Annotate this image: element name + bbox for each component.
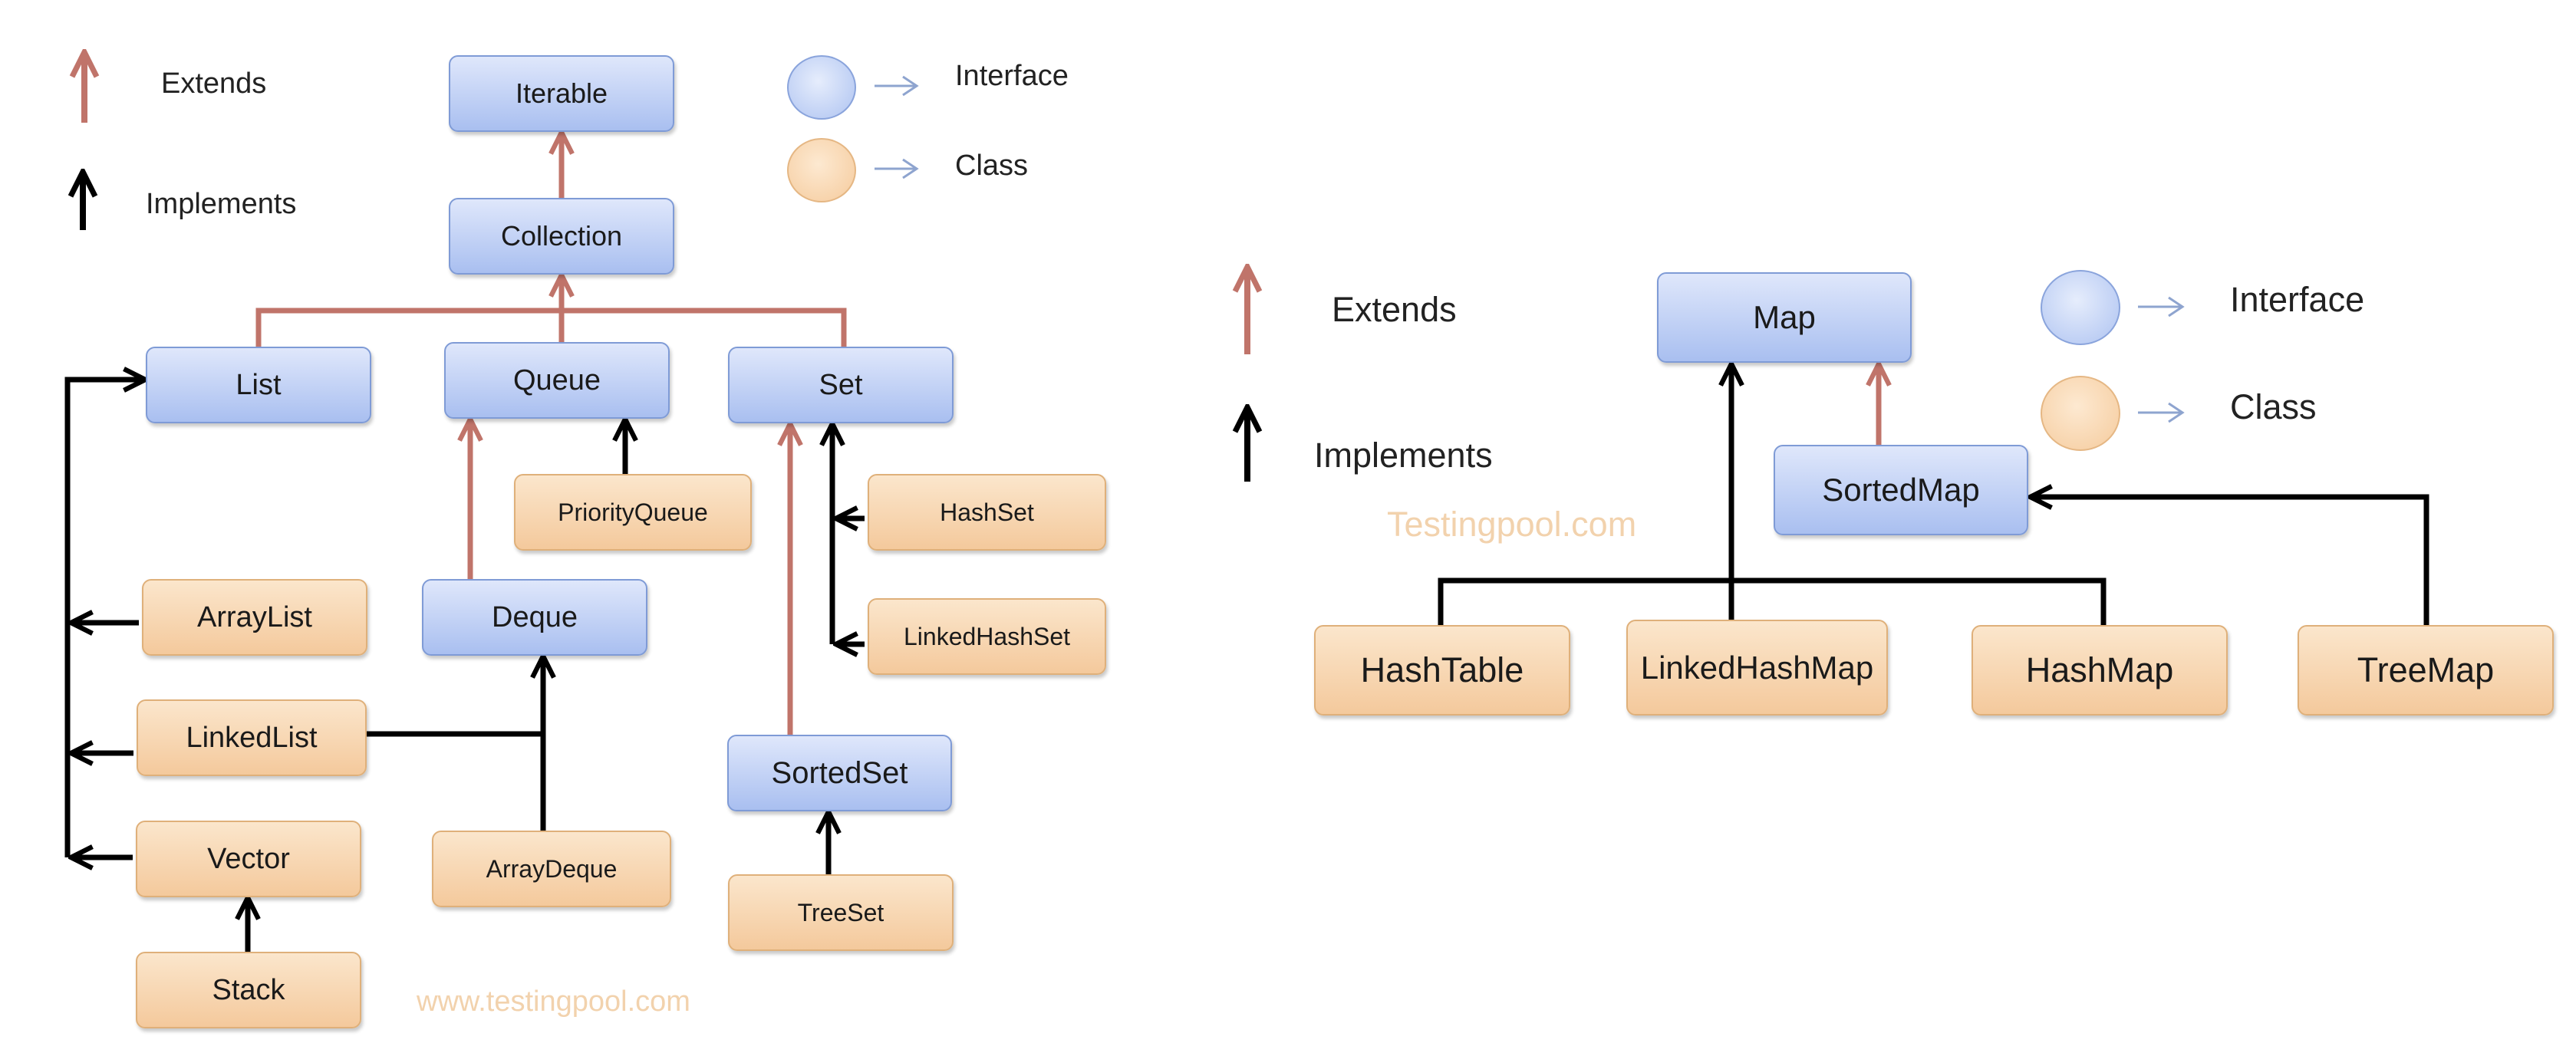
impl-list-main-trunk: [64, 380, 143, 857]
legend-extends-label: Extends: [161, 67, 267, 100]
node-hashmap: HashMap: [1972, 625, 2228, 716]
node-deque: Deque: [422, 579, 647, 656]
node-stack: Stack: [136, 952, 361, 1028]
node-linkedhashset: LinkedHashSet: [868, 598, 1106, 675]
node-set: Set: [728, 347, 954, 423]
node-vector: Vector: [136, 821, 361, 897]
node-arraylist: ArrayList: [142, 579, 367, 656]
legend-class-circle: [787, 138, 856, 202]
node-list: List: [146, 347, 371, 423]
node-map: Map: [1657, 272, 1912, 363]
node-linkedlist: LinkedList: [137, 699, 367, 776]
legend-interface-label: Interface: [955, 60, 1069, 92]
impl-treemap-sortedmap: [2033, 497, 2429, 625]
node-treemap: TreeMap: [2298, 625, 2554, 716]
map-legend-interface-circle: [2041, 270, 2120, 345]
impl-map-bus: [1438, 577, 2107, 625]
node-hashset: HashSet: [868, 474, 1106, 551]
map-legend-class-circle: [2041, 376, 2120, 451]
node-collection: Collection: [449, 198, 674, 275]
map-legend-implements-label: Implements: [1314, 436, 1493, 475]
legend-class-label: Class: [955, 150, 1029, 182]
node-treeset: TreeSet: [728, 874, 954, 951]
node-sortedmap: SortedMap: [1774, 445, 2028, 535]
node-linkedhashmap: LinkedHashMap: [1626, 620, 1888, 716]
map-legend-class-label: Class: [2230, 387, 2317, 426]
legend-interface-circle: [787, 55, 856, 120]
watermark-right: Testingpool.com: [1387, 505, 1637, 544]
node-iterable: Iterable: [449, 55, 674, 132]
node-arraydeque: ArrayDeque: [432, 831, 671, 907]
node-priorityqueue: PriorityQueue: [514, 474, 752, 551]
node-hashtable: HashTable: [1314, 625, 1570, 716]
map-legend-extends-label: Extends: [1332, 290, 1457, 329]
map-legend-interface-label: Interface: [2230, 280, 2365, 319]
watermark-left: www.testingpool.com: [417, 985, 690, 1018]
node-queue: Queue: [444, 342, 670, 419]
legend-implements-label: Implements: [146, 188, 297, 220]
extends-list-queue-set-bus: [255, 308, 847, 347]
node-sortedset: SortedSet: [727, 735, 952, 811]
